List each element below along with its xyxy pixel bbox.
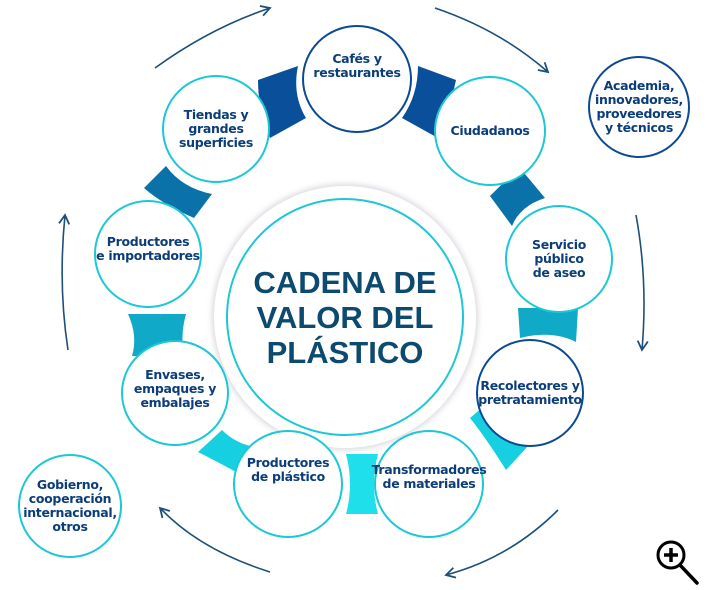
node-cafes-restaurantes: Cafés y restaurantes (302, 25, 412, 133)
node-label: Tiendas y grandes superficies (179, 107, 253, 150)
connector-ciudadanos-servicio (490, 168, 545, 226)
node-label: Productores de plástico (246, 455, 330, 484)
connector-tiendas-cafes (258, 66, 306, 138)
node-tiendas-grandes-superficies: Tiendas y grandes superficies (162, 75, 270, 183)
node-label: Productores e importadores (96, 234, 200, 263)
connector-servicio-recolectores (518, 308, 578, 342)
arrow-top-left (154, 5, 272, 69)
connector-transformadores-plastico (346, 454, 378, 514)
arrow-left (58, 213, 71, 351)
node-label: Academia, innovadores, proveedores y téc… (594, 78, 684, 135)
zoom-in-button[interactable] (652, 538, 702, 586)
node-productores-plastico: Productores de plástico (233, 430, 343, 538)
node-envases-empaques-embalajes: Envases, empaques y embalajes (121, 340, 229, 446)
node-servicio-publico-aseo: Servicio público de aseo (505, 205, 613, 313)
center-title: CADENA DE VALOR DEL PLÁSTICO (253, 264, 437, 370)
node-label: Transformadores de materiales (371, 462, 487, 491)
node-productores-importadores: Productores e importadores (94, 200, 202, 308)
arrow-right (635, 214, 649, 352)
outer-flow-arrows (58, 5, 649, 579)
node-transformadores-materiales: Transformadores de materiales (371, 430, 487, 538)
node-label: Ciudadanos (450, 123, 530, 138)
node-academia-innovadores: Academia, innovadores, proveedores y téc… (588, 56, 690, 158)
node-label: Gobierno, cooperación internacional, otr… (23, 477, 117, 534)
arrow-bottom-left (158, 506, 271, 573)
node-ciudadanos: Ciudadanos (434, 76, 546, 186)
node-label: Recolectores y pretratamiento (478, 378, 582, 407)
connector-productores-tiendas (144, 166, 212, 218)
center-circle: CADENA DE VALOR DEL PLÁSTICO (226, 198, 464, 436)
node-recolectores-pretratamiento: Recolectores y pretratamiento (476, 339, 584, 447)
node-label: Cafés y restaurantes (313, 51, 401, 80)
arrow-bottom-right (444, 509, 559, 579)
node-label: Envases, empaques y embalajes (133, 367, 217, 410)
zoom-in-magnifier-icon (656, 540, 699, 585)
node-label: Servicio público de aseo (532, 237, 586, 280)
arrow-top-right (434, 7, 550, 74)
node-gobierno-cooperacion: Gobierno, cooperación internacional, otr… (18, 454, 122, 558)
